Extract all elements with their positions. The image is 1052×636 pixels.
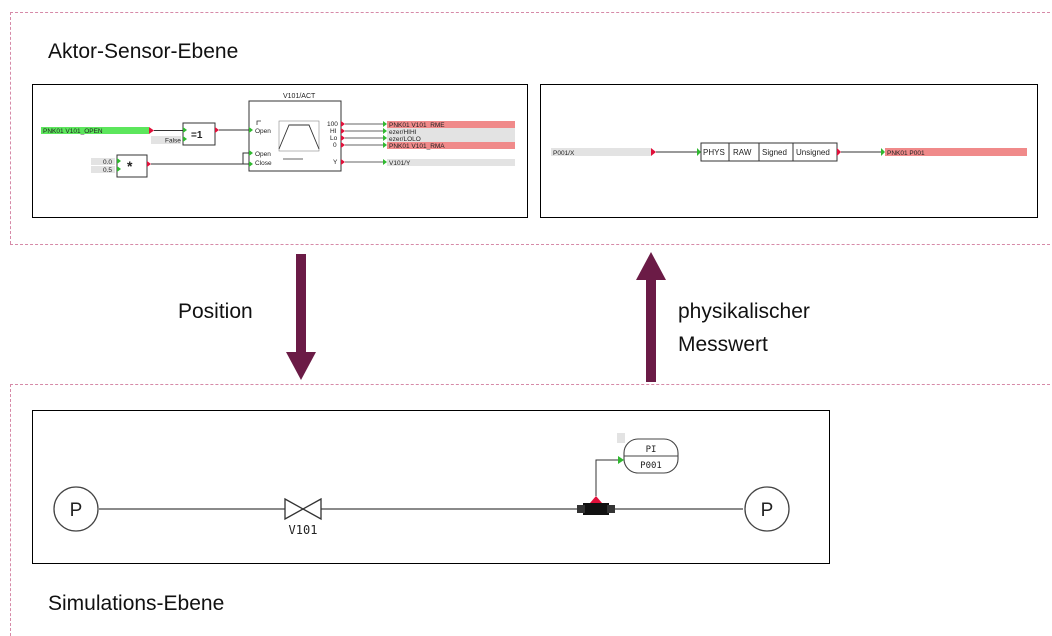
cell-signed: Signed	[762, 148, 787, 157]
const-b-text: 0.5	[103, 167, 112, 174]
out-0-label: 0	[333, 142, 337, 149]
simulation-diagram: P P V101 PI P001	[53, 433, 790, 537]
cell-phys: PHYS	[703, 148, 725, 157]
indicator-top-label: PI	[646, 445, 657, 455]
port-open-label: Open	[255, 128, 271, 135]
top-section-border-bottom	[10, 244, 1050, 245]
port-close-label: Close	[255, 160, 272, 167]
port-green-icon	[183, 127, 187, 133]
input-signal-text: PNK01 V101_OPEN	[43, 128, 103, 135]
pump-left-icon	[53, 486, 99, 532]
out-hi-label: HI	[330, 128, 337, 135]
top-section-title: Aktor-Sensor-Ebene	[48, 40, 239, 63]
actuator-logic-panel: PNK01 V101_OPEN False =1 0.0 0.5 * V101/…	[32, 84, 528, 218]
pump-right-label: P	[761, 500, 774, 521]
port-red-icon	[149, 127, 154, 134]
out-100-label: 100	[327, 121, 338, 128]
measurement-label-line1: physikalischer	[678, 300, 810, 323]
bottom-section-border-left	[10, 384, 11, 636]
top-section-border-left	[10, 12, 11, 244]
sensor-logic-diagram: P001/X PHYS RAW Signed Unsigned PNK01 P0…	[551, 142, 1027, 162]
sensor-logic-panel: P001/X PHYS RAW Signed Unsigned PNK01 P0…	[540, 84, 1038, 218]
sensor-output-text: PNK01 P001	[887, 150, 925, 157]
sensor-input-bar	[551, 148, 651, 156]
signal-rme-bar	[387, 121, 515, 128]
signal-rma-text: PNK01 V101_RMA	[389, 143, 445, 150]
position-arrow	[286, 254, 316, 380]
port-red-icon	[215, 127, 219, 133]
signal-hihi-text: ezer/HIHI	[389, 129, 417, 136]
signal-rma-bar	[387, 142, 515, 149]
top-section-border-top	[10, 12, 1050, 13]
cell-unsigned: Unsigned	[796, 148, 830, 157]
signal-lolo-text: ezer/LOLO	[389, 136, 421, 143]
measurement-label-line2: Messwert	[678, 333, 768, 356]
measurement-arrow	[636, 252, 666, 382]
bottom-section-title: Simulations-Ebene	[48, 592, 225, 615]
xor-block	[182, 122, 216, 146]
multiply-label: *	[127, 158, 133, 174]
sensor-input-text: P001/X	[553, 150, 575, 157]
actuator-logic-diagram: PNK01 V101_OPEN False =1 0.0 0.5 * V101/…	[41, 93, 515, 178]
signal-y-text: V101/Y	[389, 160, 411, 167]
valve-label: V101	[289, 523, 318, 537]
out-lo-label: Lo	[330, 135, 338, 142]
valve-icon	[284, 497, 305, 521]
simulation-panel: P P V101 PI P001	[32, 410, 830, 564]
sensor-output-bar	[885, 148, 1027, 156]
port-green-icon	[183, 136, 187, 142]
port-open2-label: Open	[255, 151, 271, 158]
actuator-block-title: V101/ACT	[283, 93, 316, 100]
out-y-label: Y	[333, 159, 338, 166]
position-label: Position	[178, 300, 253, 323]
cell-raw: RAW	[733, 148, 752, 157]
indicator-bottom-label: P001	[640, 461, 662, 471]
signal-rme-text: PNK01 V101_RME	[389, 122, 445, 129]
false-constant-text: False	[165, 138, 181, 145]
const-a-text: 0.0	[103, 159, 112, 166]
xor-label: =1	[191, 130, 203, 141]
pump-right-icon	[744, 486, 790, 532]
bottom-section-border-top	[10, 384, 1050, 385]
input-signal-bar	[41, 127, 149, 134]
sensor-node-icon	[583, 503, 609, 515]
pump-left-label: P	[70, 500, 83, 521]
